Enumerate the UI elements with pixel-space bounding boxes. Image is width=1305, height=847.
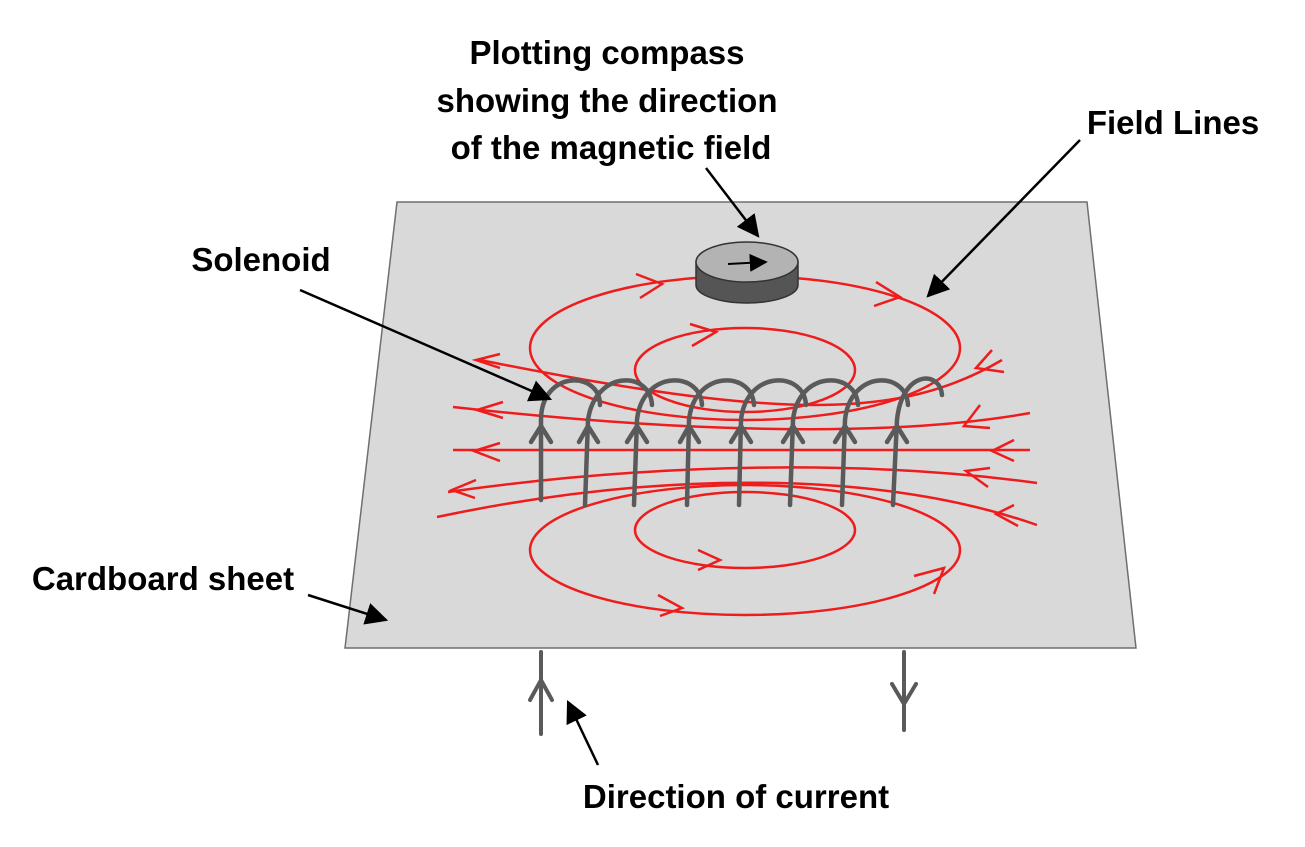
field-arrow-12	[993, 503, 1019, 528]
coil-arrow-6	[780, 421, 806, 445]
field-arrow-1	[635, 272, 665, 300]
current-leads	[528, 650, 918, 736]
field-arrow-15	[913, 566, 947, 595]
coil-arrow-1	[528, 421, 554, 445]
coil-arrow-8	[884, 421, 910, 445]
coil-turn-8	[890, 376, 945, 508]
field-lines-label: Field Lines	[1087, 104, 1259, 141]
pointer-arrows	[299, 139, 1081, 766]
lead-out-arrow	[890, 682, 918, 708]
field-lines-pointer-arrow-icon	[926, 139, 1081, 298]
compass-pointer-arrow-icon	[705, 167, 760, 238]
solenoid-pointer-arrow-icon	[299, 288, 553, 402]
compass-label-line1: Plotting compass	[469, 34, 744, 71]
solenoid-coil	[528, 376, 945, 508]
field-loop-inner-bottom	[633, 490, 857, 570]
field-arrow-14	[657, 593, 686, 618]
compass-needle-arrow-icon	[727, 253, 768, 272]
current-pointer-arrow-icon	[566, 699, 600, 766]
field-arrow-10	[448, 478, 477, 500]
cardboard-pointer-arrow-icon	[307, 593, 389, 625]
field-arrow-8	[470, 441, 501, 463]
coil-arrow-2	[576, 421, 601, 445]
cardboard-label: Cardboard sheet	[32, 560, 294, 597]
field-loop-outer-bottom	[528, 483, 962, 617]
field-arrow-6	[472, 400, 504, 420]
coil-arrow-3	[624, 421, 650, 445]
coil-arrow-4	[677, 421, 702, 445]
field-line-5	[436, 481, 1038, 527]
coil-arrow-7	[832, 421, 858, 445]
compass-label-line2: showing the direction	[436, 82, 777, 119]
field-line-4	[447, 466, 1038, 494]
compass-label-line3: of the magnetic field	[451, 129, 772, 166]
plotting-compass-icon	[695, 241, 799, 304]
field-arrow-13	[697, 548, 724, 572]
current-label: Direction of current	[583, 778, 889, 815]
coil-arrow-5	[728, 421, 754, 445]
field-loop-inner-top	[633, 326, 857, 414]
field-arrow-4	[471, 352, 501, 370]
field-arrow-3	[689, 322, 720, 348]
field-arrow-5	[973, 349, 1005, 374]
field-arrow-7	[961, 404, 991, 430]
solenoid-label: Solenoid	[191, 241, 330, 278]
field-arrow-11	[962, 466, 991, 489]
field-arrow-2	[873, 280, 903, 308]
field-arrow-9	[989, 438, 1015, 463]
lead-in-arrow	[528, 675, 554, 702]
field-line-1	[479, 358, 1003, 407]
